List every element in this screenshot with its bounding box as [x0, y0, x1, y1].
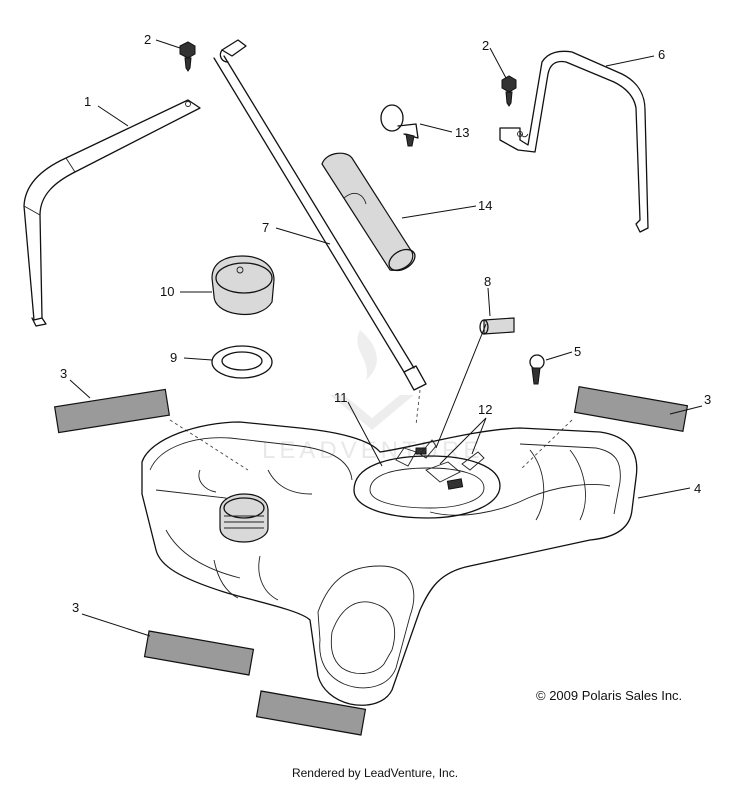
callout-4: 4 [694, 481, 701, 496]
copyright-notice: © 2009 Polaris Sales Inc. [536, 688, 683, 703]
callout-2b: 2 [482, 38, 489, 53]
callout-11: 11 [334, 390, 348, 405]
part-1-strap-left [23, 99, 201, 327]
part-3-pad-left [53, 388, 171, 434]
callout-5: 5 [574, 344, 581, 359]
callout-3c: 3 [72, 600, 79, 615]
part-2-bolt-b [501, 75, 517, 107]
watermark-text: LEADVENTURE [262, 437, 483, 464]
callout-7: 7 [262, 220, 269, 235]
callout-1: 1 [84, 94, 91, 109]
part-3-pad-bottom-2 [255, 690, 367, 736]
part-10-fuel-cap [211, 255, 275, 316]
part-6-strap-right [499, 50, 649, 233]
part-4-fuel-tank [141, 421, 638, 706]
part-3-pad-bottom-1 [143, 630, 255, 676]
watermark-logo: LEADVENTURE [262, 330, 483, 464]
leader-lines [69, 39, 703, 637]
callout-10: 10 [160, 284, 174, 299]
part-12-fittings [419, 439, 485, 490]
part-14-hose-sleeve [321, 152, 416, 272]
callout-3b: 3 [704, 392, 711, 407]
callout-14: 14 [478, 198, 492, 213]
callout-8: 8 [484, 274, 491, 289]
callout-13: 13 [455, 125, 469, 140]
part-3-pad-right [573, 385, 689, 433]
part-9-gasket [211, 345, 273, 379]
rendered-by-credit: Rendered by LeadVenture, Inc. [291, 766, 459, 780]
callout-3a: 3 [60, 366, 67, 381]
part-13-hose-clamp [380, 104, 419, 147]
part-5-fitting [529, 354, 545, 385]
callout-2a: 2 [144, 32, 151, 47]
callout-6: 6 [658, 47, 665, 62]
part-7-vent-line [213, 39, 427, 426]
part-2-bolt-a [179, 41, 196, 72]
callout-12: 12 [478, 402, 492, 417]
callout-9: 9 [170, 350, 177, 365]
part-11-fuel-pump-sender [395, 447, 461, 483]
